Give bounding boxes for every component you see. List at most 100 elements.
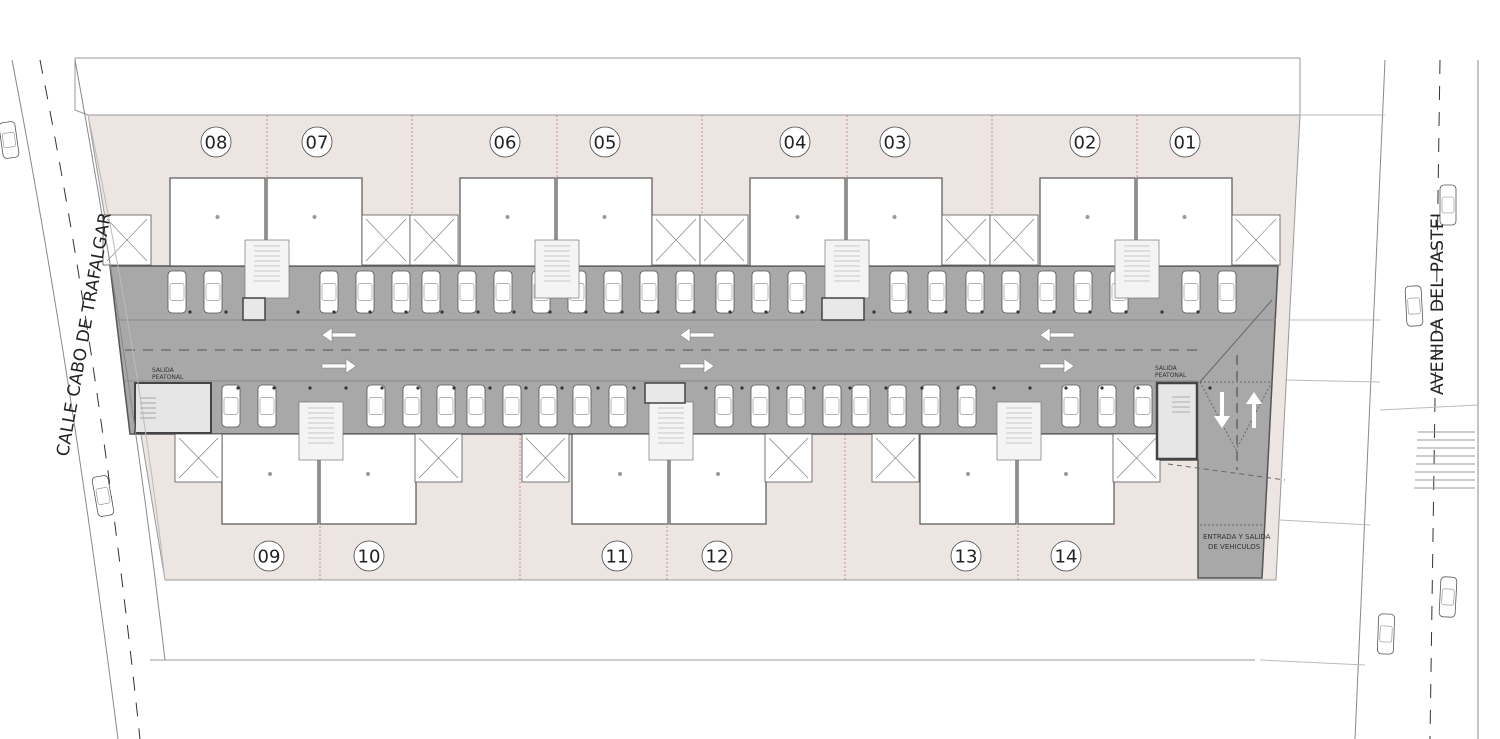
car xyxy=(750,384,770,428)
car-roof xyxy=(967,283,983,301)
car-body xyxy=(851,384,871,428)
void-shaft xyxy=(521,433,570,483)
void-shaft xyxy=(361,214,411,266)
car xyxy=(1037,270,1057,314)
void-shaft xyxy=(871,433,920,483)
pillar xyxy=(380,386,384,390)
pillar xyxy=(236,386,240,390)
pillar xyxy=(272,386,276,390)
car-roof xyxy=(752,397,768,415)
arrow-left-icon xyxy=(1039,327,1075,343)
unit-number: 01 xyxy=(1174,133,1197,154)
car xyxy=(603,270,623,314)
void-shaft xyxy=(989,214,1039,266)
column-marker xyxy=(618,472,622,476)
unit-number-badge: 14 xyxy=(1050,540,1082,572)
car-body xyxy=(921,384,941,428)
car xyxy=(786,384,806,428)
car xyxy=(787,270,807,314)
pedestrian-exit-left-label: SALIDA xyxy=(152,367,175,374)
shaft-cross xyxy=(418,437,459,479)
car-body xyxy=(751,270,771,314)
car xyxy=(457,270,477,314)
car-roof xyxy=(1135,397,1151,415)
car xyxy=(221,384,241,428)
car-body xyxy=(538,384,558,428)
exit-core xyxy=(821,297,865,321)
car xyxy=(715,270,735,314)
car xyxy=(366,384,386,428)
unit-number: 14 xyxy=(1055,547,1078,568)
car-body xyxy=(1001,270,1021,314)
shaft-cross xyxy=(178,437,219,479)
street-cars xyxy=(0,121,1458,655)
car-roof xyxy=(468,397,484,415)
column-marker xyxy=(795,215,800,219)
car xyxy=(0,121,20,159)
car-roof xyxy=(368,397,384,415)
void-shaft xyxy=(1231,214,1281,266)
car-roof xyxy=(1075,283,1091,301)
arrow-shaft xyxy=(321,363,347,369)
car-body xyxy=(1037,270,1057,314)
pillar xyxy=(656,310,660,314)
pillar xyxy=(1052,310,1056,314)
car xyxy=(91,475,115,517)
shaft-cross xyxy=(945,218,987,262)
car-body xyxy=(1097,384,1117,428)
car xyxy=(1001,270,1021,314)
car-roof xyxy=(788,397,804,415)
unit-number-circle xyxy=(701,540,733,572)
pillar xyxy=(872,310,876,314)
arrow-down-icon xyxy=(1214,392,1230,428)
shaft-cross xyxy=(768,437,809,479)
pillar xyxy=(332,310,336,314)
stair-core xyxy=(534,239,580,299)
column-marker xyxy=(505,215,510,219)
car-roof xyxy=(717,283,733,301)
car-body xyxy=(786,384,806,428)
car xyxy=(391,270,411,314)
car-roof xyxy=(321,283,337,301)
car-body xyxy=(603,270,623,314)
pillar xyxy=(1088,310,1092,314)
void-shaft xyxy=(174,433,223,483)
car-body xyxy=(965,270,985,314)
car-body xyxy=(715,270,735,314)
unit-number-badge: 01 xyxy=(1169,126,1201,158)
car xyxy=(608,384,628,428)
car xyxy=(1181,270,1201,314)
car-body xyxy=(366,384,386,428)
street-name-right: AVENIDA DEL PASTEL xyxy=(1428,208,1448,395)
pillar xyxy=(548,310,552,314)
unit-number: 05 xyxy=(594,133,617,154)
arrow-up-icon xyxy=(1246,392,1262,428)
car-roof xyxy=(824,397,840,415)
column-marker xyxy=(312,215,317,219)
unit-number-badge: 05 xyxy=(589,126,621,158)
car xyxy=(572,384,592,428)
unit-number-badge: 11 xyxy=(601,540,633,572)
unit-number-badge: 13 xyxy=(950,540,982,572)
car-body xyxy=(402,384,422,428)
car-roof xyxy=(259,397,275,415)
car xyxy=(257,384,277,428)
car xyxy=(319,270,339,314)
car-roof xyxy=(574,397,590,415)
column-marker xyxy=(966,472,970,476)
pedestrian-exit-right-label-2: PEATONAL xyxy=(1155,372,1187,379)
car-roof xyxy=(610,397,626,415)
car xyxy=(822,384,842,428)
car-body xyxy=(91,475,115,517)
car-body xyxy=(927,270,947,314)
exit-core xyxy=(242,297,266,321)
car xyxy=(1133,384,1153,428)
car xyxy=(538,384,558,428)
arrow-head xyxy=(679,327,691,343)
car-body xyxy=(421,270,441,314)
car-body xyxy=(608,384,628,428)
column-marker xyxy=(602,215,607,219)
unit-number-circle xyxy=(253,540,285,572)
car xyxy=(889,270,909,314)
car-body xyxy=(1181,270,1201,314)
